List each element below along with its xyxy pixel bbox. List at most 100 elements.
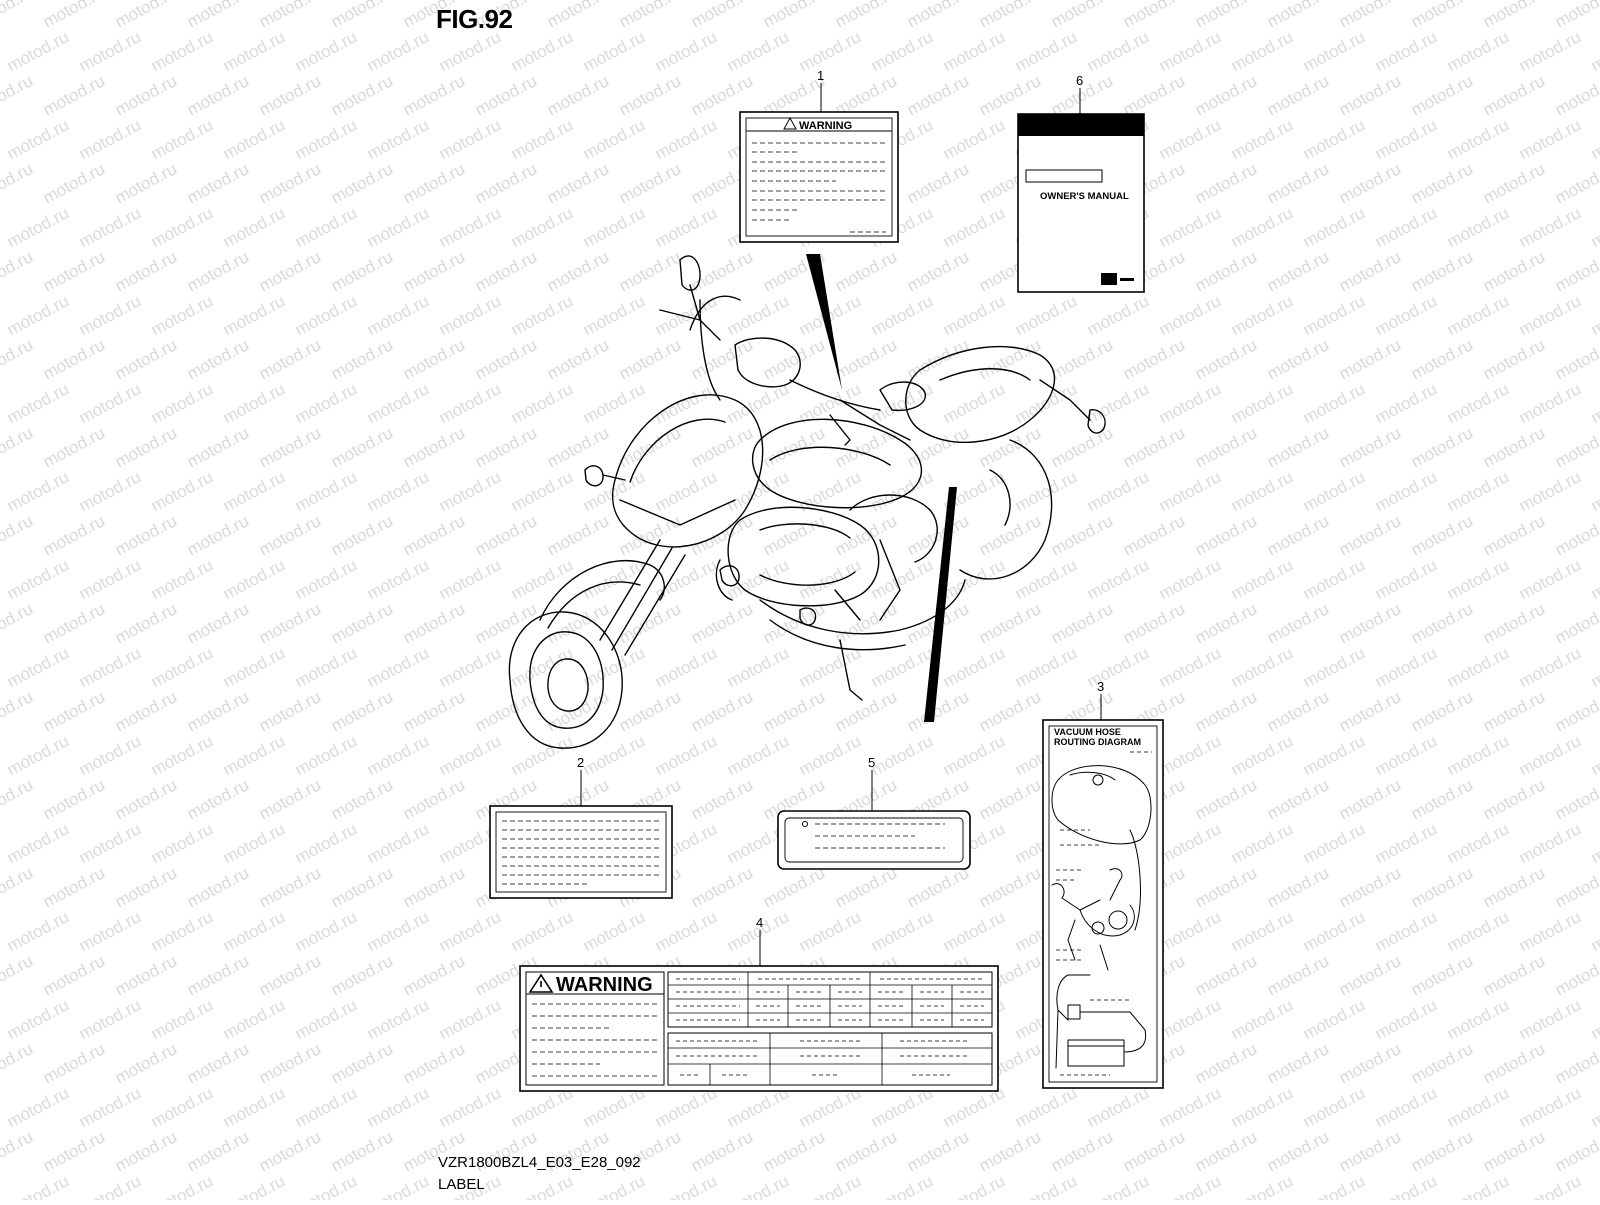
watermark-text: motod.ru [0,511,36,559]
watermark-text: motod.ru [1444,1083,1512,1131]
figure-title: FIG.92 [436,4,512,35]
watermark-text: motod.ru [0,1127,36,1175]
watermark-text: motod.ru [292,907,360,955]
watermark-text: motod.ru [1156,203,1224,251]
watermark-text: motod.ru [1516,555,1584,603]
watermark-text: motod.ru [1444,379,1512,427]
watermark-text: motod.ru [724,731,792,779]
watermark-text: motod.ru [256,247,324,295]
watermark-text: motod.ru [1300,203,1368,251]
watermark-text: motod.ru [652,379,720,427]
watermark-text: motod.ru [40,335,108,383]
watermark-text: motod.ru [1480,775,1548,823]
watermark-text: motod.ru [1408,511,1476,559]
watermark-text: motod.ru [508,643,576,691]
watermark-text: motod.ru [832,687,900,735]
watermark-text: motod.ru [364,643,432,691]
watermark-text: motod.ru [940,203,1008,251]
watermark-text: motod.ru [1372,203,1440,251]
watermark-text: motod.ru [1228,643,1296,691]
watermark-text: motod.ru [940,555,1008,603]
watermark-text: motod.ru [1480,687,1548,735]
watermark-text: motod.ru [1336,247,1404,295]
watermark-text: motod.ru [1444,731,1512,779]
watermark-text: motod.ru [1588,379,1600,427]
callout-1: 1 [817,68,824,83]
watermark-text: motod.ru [1012,291,1080,339]
watermark-text: motod.ru [328,159,396,207]
watermark-text: motod.ru [1588,203,1600,251]
watermark-text: motod.ru [940,379,1008,427]
watermark-text: motod.ru [976,0,1044,32]
watermark-text: motod.ru [976,71,1044,119]
watermark-text: motod.ru [184,687,252,735]
watermark-text: motod.ru [616,687,684,735]
watermark-text: motod.ru [436,203,504,251]
watermark-text: motod.ru [292,1171,360,1200]
watermark-text: motod.ru [400,71,468,119]
watermark-text: motod.ru [904,863,972,911]
watermark-text: motod.ru [868,379,936,427]
watermark-text: motod.ru [652,907,720,955]
watermark-text: motod.ru [364,379,432,427]
watermark-text: motod.ru [1084,1171,1152,1200]
watermark-text: motod.ru [508,27,576,75]
watermark-text: motod.ru [1300,995,1368,1043]
watermark-text: motod.ru [1192,335,1260,383]
watermark-text: motod.ru [292,203,360,251]
watermark-text: motod.ru [4,731,72,779]
watermark-text: motod.ru [508,467,576,515]
watermark-text: motod.ru [1588,291,1600,339]
watermark-text: motod.ru [472,511,540,559]
watermark-text: motod.ru [688,1127,756,1175]
watermark-text: motod.ru [76,203,144,251]
callout-2: 2 [577,755,584,770]
watermark-text: motod.ru [940,643,1008,691]
watermark-text: motod.ru [76,467,144,515]
watermark-text: motod.ru [40,951,108,999]
watermark-text: motod.ru [1552,0,1600,32]
watermark-text: motod.ru [4,643,72,691]
watermark-text: motod.ru [760,335,828,383]
watermark-text: motod.ru [1444,555,1512,603]
watermark-text: motod.ru [1192,511,1260,559]
watermark-text: motod.ru [1300,731,1368,779]
watermark-text: motod.ru [1480,335,1548,383]
watermark-text: motod.ru [1192,775,1260,823]
watermark-text: motod.ru [400,863,468,911]
watermark-text: motod.ru [400,775,468,823]
watermark-text: motod.ru [1012,1171,1080,1200]
watermark-text: motod.ru [1408,1127,1476,1175]
watermark-text: motod.ru [1300,27,1368,75]
watermark-text: motod.ru [1264,775,1332,823]
watermark-text: motod.ru [1228,379,1296,427]
watermark-text: motod.ru [400,511,468,559]
callout-6: 6 [1076,73,1083,88]
watermark-text: motod.ru [1552,335,1600,383]
watermark-text: motod.ru [1408,423,1476,471]
watermark-text: motod.ru [724,555,792,603]
watermark-text: motod.ru [1264,335,1332,383]
watermark-text: motod.ru [868,907,936,955]
watermark-text: motod.ru [1264,687,1332,735]
watermark-text: motod.ru [1048,335,1116,383]
watermark-text: motod.ru [1156,291,1224,339]
watermark-text: motod.ru [0,423,36,471]
watermark-text: motod.ru [1552,71,1600,119]
watermark-text: motod.ru [1516,467,1584,515]
watermark-text: motod.ru [400,687,468,735]
label-4-warning-large: WARNING [520,966,998,1091]
watermark-text: motod.ru [616,159,684,207]
watermark-text: motod.ru [616,511,684,559]
watermark-text: motod.ru [4,1171,72,1200]
watermark-text: motod.ru [4,379,72,427]
watermark-text: motod.ru [1120,423,1188,471]
watermark-text: motod.ru [544,335,612,383]
watermark-text: motod.ru [40,0,108,32]
watermark-text: motod.ru [184,1039,252,1087]
watermark-text: motod.ru [1228,203,1296,251]
watermark-text: motod.ru [256,511,324,559]
watermark-text: motod.ru [1552,423,1600,471]
watermark-text: motod.ru [148,379,216,427]
watermark-text: motod.ru [760,687,828,735]
